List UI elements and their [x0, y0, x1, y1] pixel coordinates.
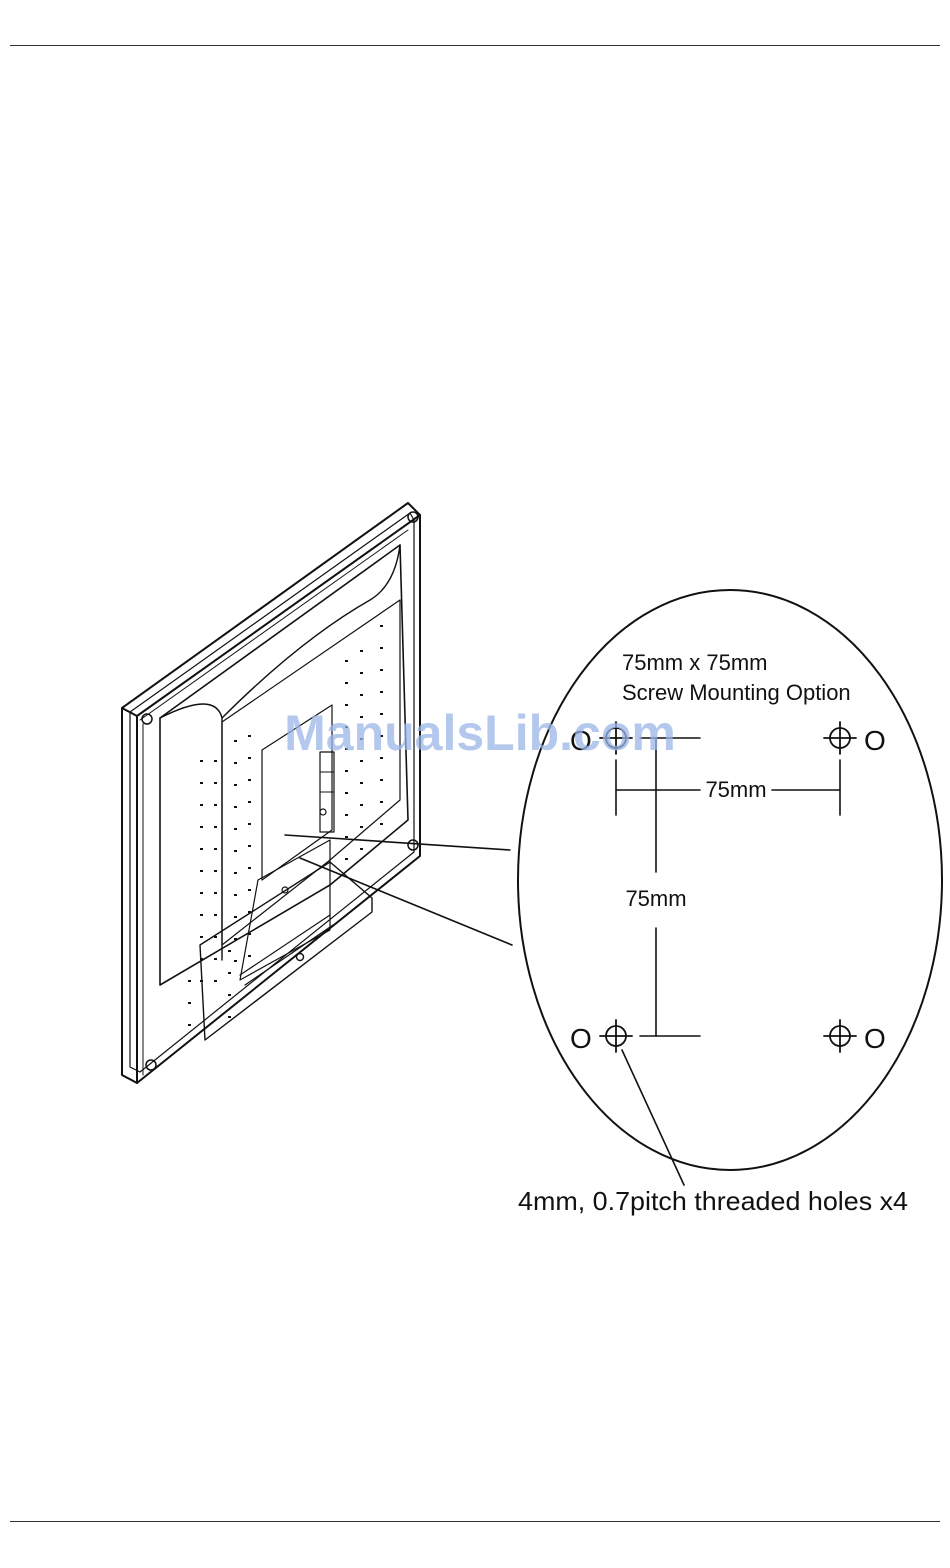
vent-dot — [214, 848, 217, 850]
vent-dot — [200, 892, 203, 894]
vent-dot — [200, 782, 203, 784]
monitor-rear-illustration — [122, 503, 420, 1083]
callout-title-line2: Screw Mounting Option — [622, 680, 851, 705]
vent-dot — [200, 804, 203, 806]
vent-dot — [200, 870, 203, 872]
vent-dot — [214, 782, 217, 784]
vent-dot — [345, 836, 348, 838]
vent-dot — [188, 1002, 191, 1004]
vent-dot — [200, 848, 203, 850]
vent-dot — [248, 845, 251, 847]
vent-dot — [345, 814, 348, 816]
vent-dot — [228, 1016, 231, 1018]
vent-dot — [248, 757, 251, 759]
vent-dot — [200, 980, 203, 982]
vent-dot — [228, 994, 231, 996]
callout-title-line1: 75mm x 75mm — [622, 650, 767, 675]
vent-dot — [360, 782, 363, 784]
vent-dot — [234, 806, 237, 808]
leader-line-upper — [285, 835, 510, 850]
vent-dot — [248, 889, 251, 891]
vent-dot — [234, 938, 237, 940]
vent-dot — [360, 848, 363, 850]
vent-dot — [214, 958, 217, 960]
vent-dot — [248, 955, 251, 957]
vent-dot — [234, 740, 237, 742]
vent-dot — [360, 694, 363, 696]
horizontal-dimension-label: 75mm — [705, 777, 766, 802]
vent-dot — [248, 779, 251, 781]
vent-dot — [248, 801, 251, 803]
vent-dot — [248, 933, 251, 935]
vent-dot — [234, 762, 237, 764]
vent-dot — [360, 804, 363, 806]
vent-dot — [248, 911, 251, 913]
vent-dot — [214, 760, 217, 762]
ventilation-dots — [188, 625, 383, 1026]
vent-dot — [380, 625, 383, 627]
vent-dot — [214, 892, 217, 894]
vent-dot — [380, 669, 383, 671]
vent-dot — [214, 804, 217, 806]
vent-dot — [345, 858, 348, 860]
vent-dot — [214, 936, 217, 938]
vent-dot — [380, 823, 383, 825]
caption-leader-line — [622, 1050, 684, 1185]
threaded-holes-caption: 4mm, 0.7pitch threaded holes x4 — [518, 1186, 908, 1216]
vent-dot — [360, 672, 363, 674]
vent-dot — [214, 980, 217, 982]
vent-dot — [214, 826, 217, 828]
vent-dot — [234, 828, 237, 830]
hole-marker-bottom-left: O — [570, 1023, 592, 1054]
mounting-hole-bottom-left — [600, 1020, 632, 1052]
vent-dot — [200, 914, 203, 916]
vent-dot — [228, 950, 231, 952]
vent-dot — [214, 870, 217, 872]
vent-dot — [228, 972, 231, 974]
vent-dot — [188, 980, 191, 982]
vent-dot — [345, 682, 348, 684]
vent-dot — [360, 826, 363, 828]
leader-line-lower — [300, 858, 512, 945]
vent-dot — [214, 914, 217, 916]
vent-dot — [248, 735, 251, 737]
vent-dot — [248, 867, 251, 869]
mounting-hole-bottom-right — [824, 1020, 856, 1052]
vent-dot — [234, 960, 237, 962]
vent-dot — [234, 916, 237, 918]
vent-dot — [380, 801, 383, 803]
vent-dot — [200, 826, 203, 828]
vent-dot — [234, 894, 237, 896]
vent-dot — [345, 770, 348, 772]
vent-dot — [360, 650, 363, 652]
vent-dot — [380, 779, 383, 781]
watermark-text: ManualsLib.com — [284, 705, 676, 761]
vent-dot — [380, 691, 383, 693]
vent-dot — [200, 958, 203, 960]
mounting-hole-top-right — [824, 722, 856, 754]
vent-dot — [345, 660, 348, 662]
vent-dot — [188, 1024, 191, 1026]
vent-dot — [345, 792, 348, 794]
vent-dot — [234, 872, 237, 874]
vent-dot — [200, 760, 203, 762]
callout-circle — [518, 590, 942, 1170]
vertical-dimension-label: 75mm — [625, 886, 686, 911]
vent-dot — [380, 647, 383, 649]
vent-dot — [234, 784, 237, 786]
hole-marker-top-right: O — [864, 725, 886, 756]
vent-dot — [200, 936, 203, 938]
vent-dot — [234, 850, 237, 852]
vent-dot — [248, 823, 251, 825]
hole-marker-bottom-right: O — [864, 1023, 886, 1054]
